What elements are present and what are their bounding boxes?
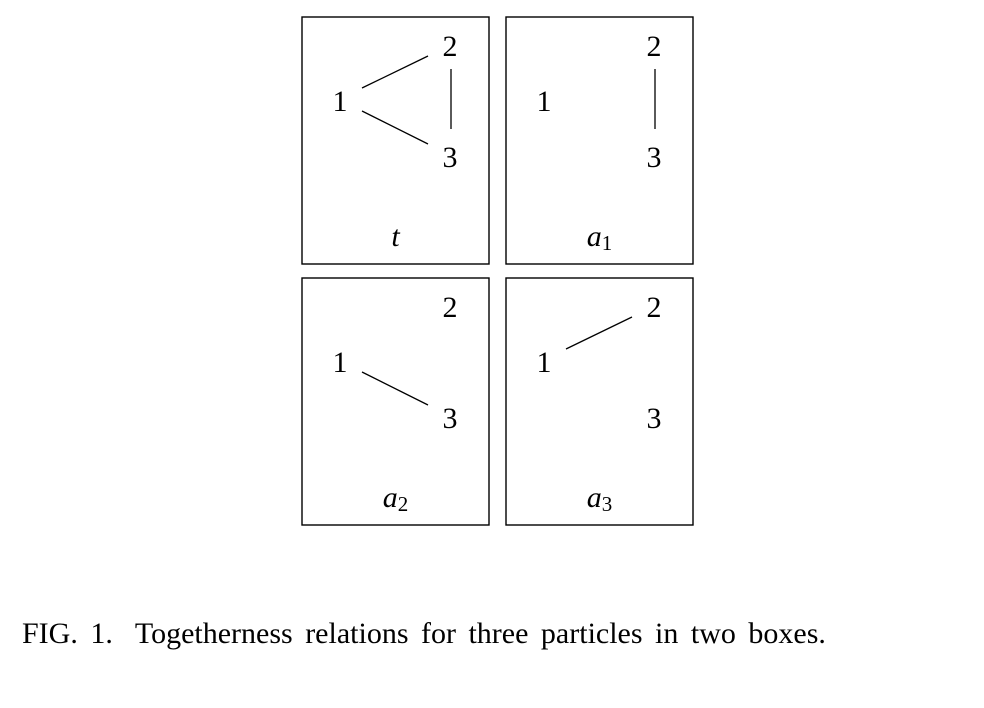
node-label-1: 1: [537, 85, 552, 118]
panel-label-main: t: [391, 220, 400, 253]
edge-1-3: [361, 371, 429, 406]
panel-label-main: a: [587, 220, 602, 253]
node-label-3: 3: [647, 141, 662, 174]
node-label-1: 1: [333, 85, 348, 118]
caption-figure-number: FIG. 1.: [22, 617, 113, 650]
panel-label-main: a: [587, 481, 602, 514]
panel-label: a3: [587, 481, 613, 516]
node-label-3: 3: [647, 402, 662, 435]
panel-label: a1: [587, 220, 613, 255]
node-label-1: 1: [333, 346, 348, 379]
node-label-2: 2: [443, 30, 458, 63]
panel-frame: [301, 16, 490, 265]
panel-frame: [505, 16, 694, 265]
panel-label-main: a: [383, 481, 398, 514]
figure-caption: FIG. 1. Togetherness relations for three …: [22, 614, 972, 654]
panel-frame: [505, 277, 694, 526]
panel-label-subscript: 1: [602, 231, 613, 255]
panel-frame: [301, 277, 490, 526]
node-label-1: 1: [537, 346, 552, 379]
caption-text: Togetherness relations for three particl…: [134, 617, 826, 650]
node-label-3: 3: [443, 402, 458, 435]
panel-label: t: [391, 220, 400, 253]
panel-label: a2: [383, 481, 409, 516]
panel-label-subscript: 3: [602, 492, 613, 516]
node-label-2: 2: [647, 30, 662, 63]
edge-1-2: [361, 55, 429, 89]
panel-1: 1 2 3 t: [301, 16, 490, 265]
node-label-3: 3: [443, 141, 458, 174]
edge-1-2: [565, 316, 633, 350]
node-label-2: 2: [443, 291, 458, 324]
panel-label-subscript: 2: [398, 492, 409, 516]
edge-1-3: [361, 110, 429, 145]
node-label-2: 2: [647, 291, 662, 324]
